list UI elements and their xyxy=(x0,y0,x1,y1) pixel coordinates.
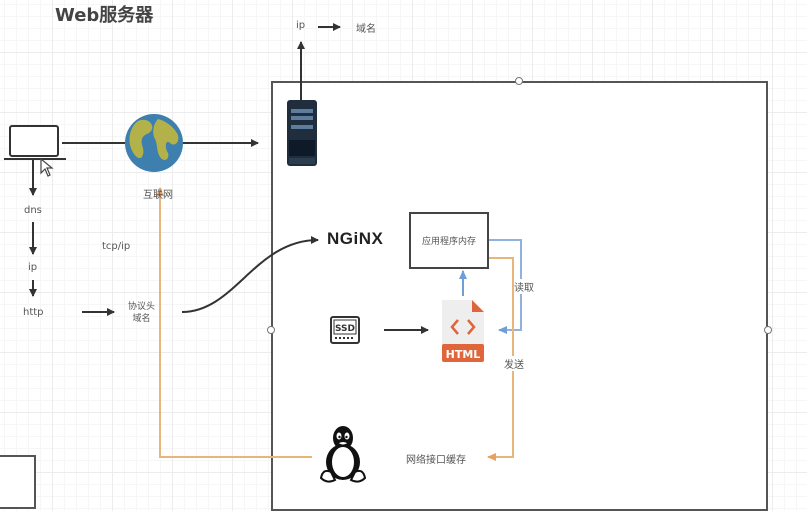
top-domain-label: 域名 xyxy=(356,24,376,35)
internet-label: 互联网 xyxy=(143,190,173,201)
html-file-icon[interactable]: HTML xyxy=(440,298,486,364)
server-icon[interactable] xyxy=(287,100,317,166)
cursor-icon xyxy=(40,158,54,177)
linux-tux-icon[interactable] xyxy=(319,424,367,484)
network-cache-label: 网络接口缓存 xyxy=(406,455,466,466)
globe-icon[interactable] xyxy=(124,113,184,173)
web-server-container[interactable] xyxy=(271,81,768,511)
read-label: 读取 xyxy=(514,279,534,294)
diagram-title: Web服务器 xyxy=(55,5,154,26)
ssd-text: SSD xyxy=(335,324,355,334)
app-memory-box[interactable]: 应用程序内存 xyxy=(409,212,489,269)
linux-to-internet-path xyxy=(156,187,312,458)
send-label: 发送 xyxy=(504,356,524,371)
tcpip-label: tcp/ip xyxy=(102,241,131,252)
http-label: http xyxy=(23,307,44,318)
app-memory-label: 应用程序内存 xyxy=(421,237,476,247)
dns-label: dns xyxy=(24,205,42,216)
protocol-header-line2: 域名 xyxy=(132,314,151,324)
resize-handle-left xyxy=(267,326,275,334)
html-file-text: HTML xyxy=(446,348,481,361)
connectors xyxy=(29,23,772,461)
ip-label: ip xyxy=(28,262,38,273)
ssd-icon[interactable]: SSD xyxy=(330,316,360,344)
protocol-header-label: 协议头 域名 xyxy=(128,301,155,325)
laptop-icon[interactable] xyxy=(4,124,66,164)
resize-handle-right xyxy=(764,326,772,334)
resize-handle-top xyxy=(515,77,523,85)
top-ip-label: ip xyxy=(296,20,306,31)
header-to-nginx-curve xyxy=(181,236,319,313)
protocol-header-line1: 协议头 xyxy=(128,302,156,312)
nginx-logo[interactable]: NGiNX xyxy=(327,229,384,248)
